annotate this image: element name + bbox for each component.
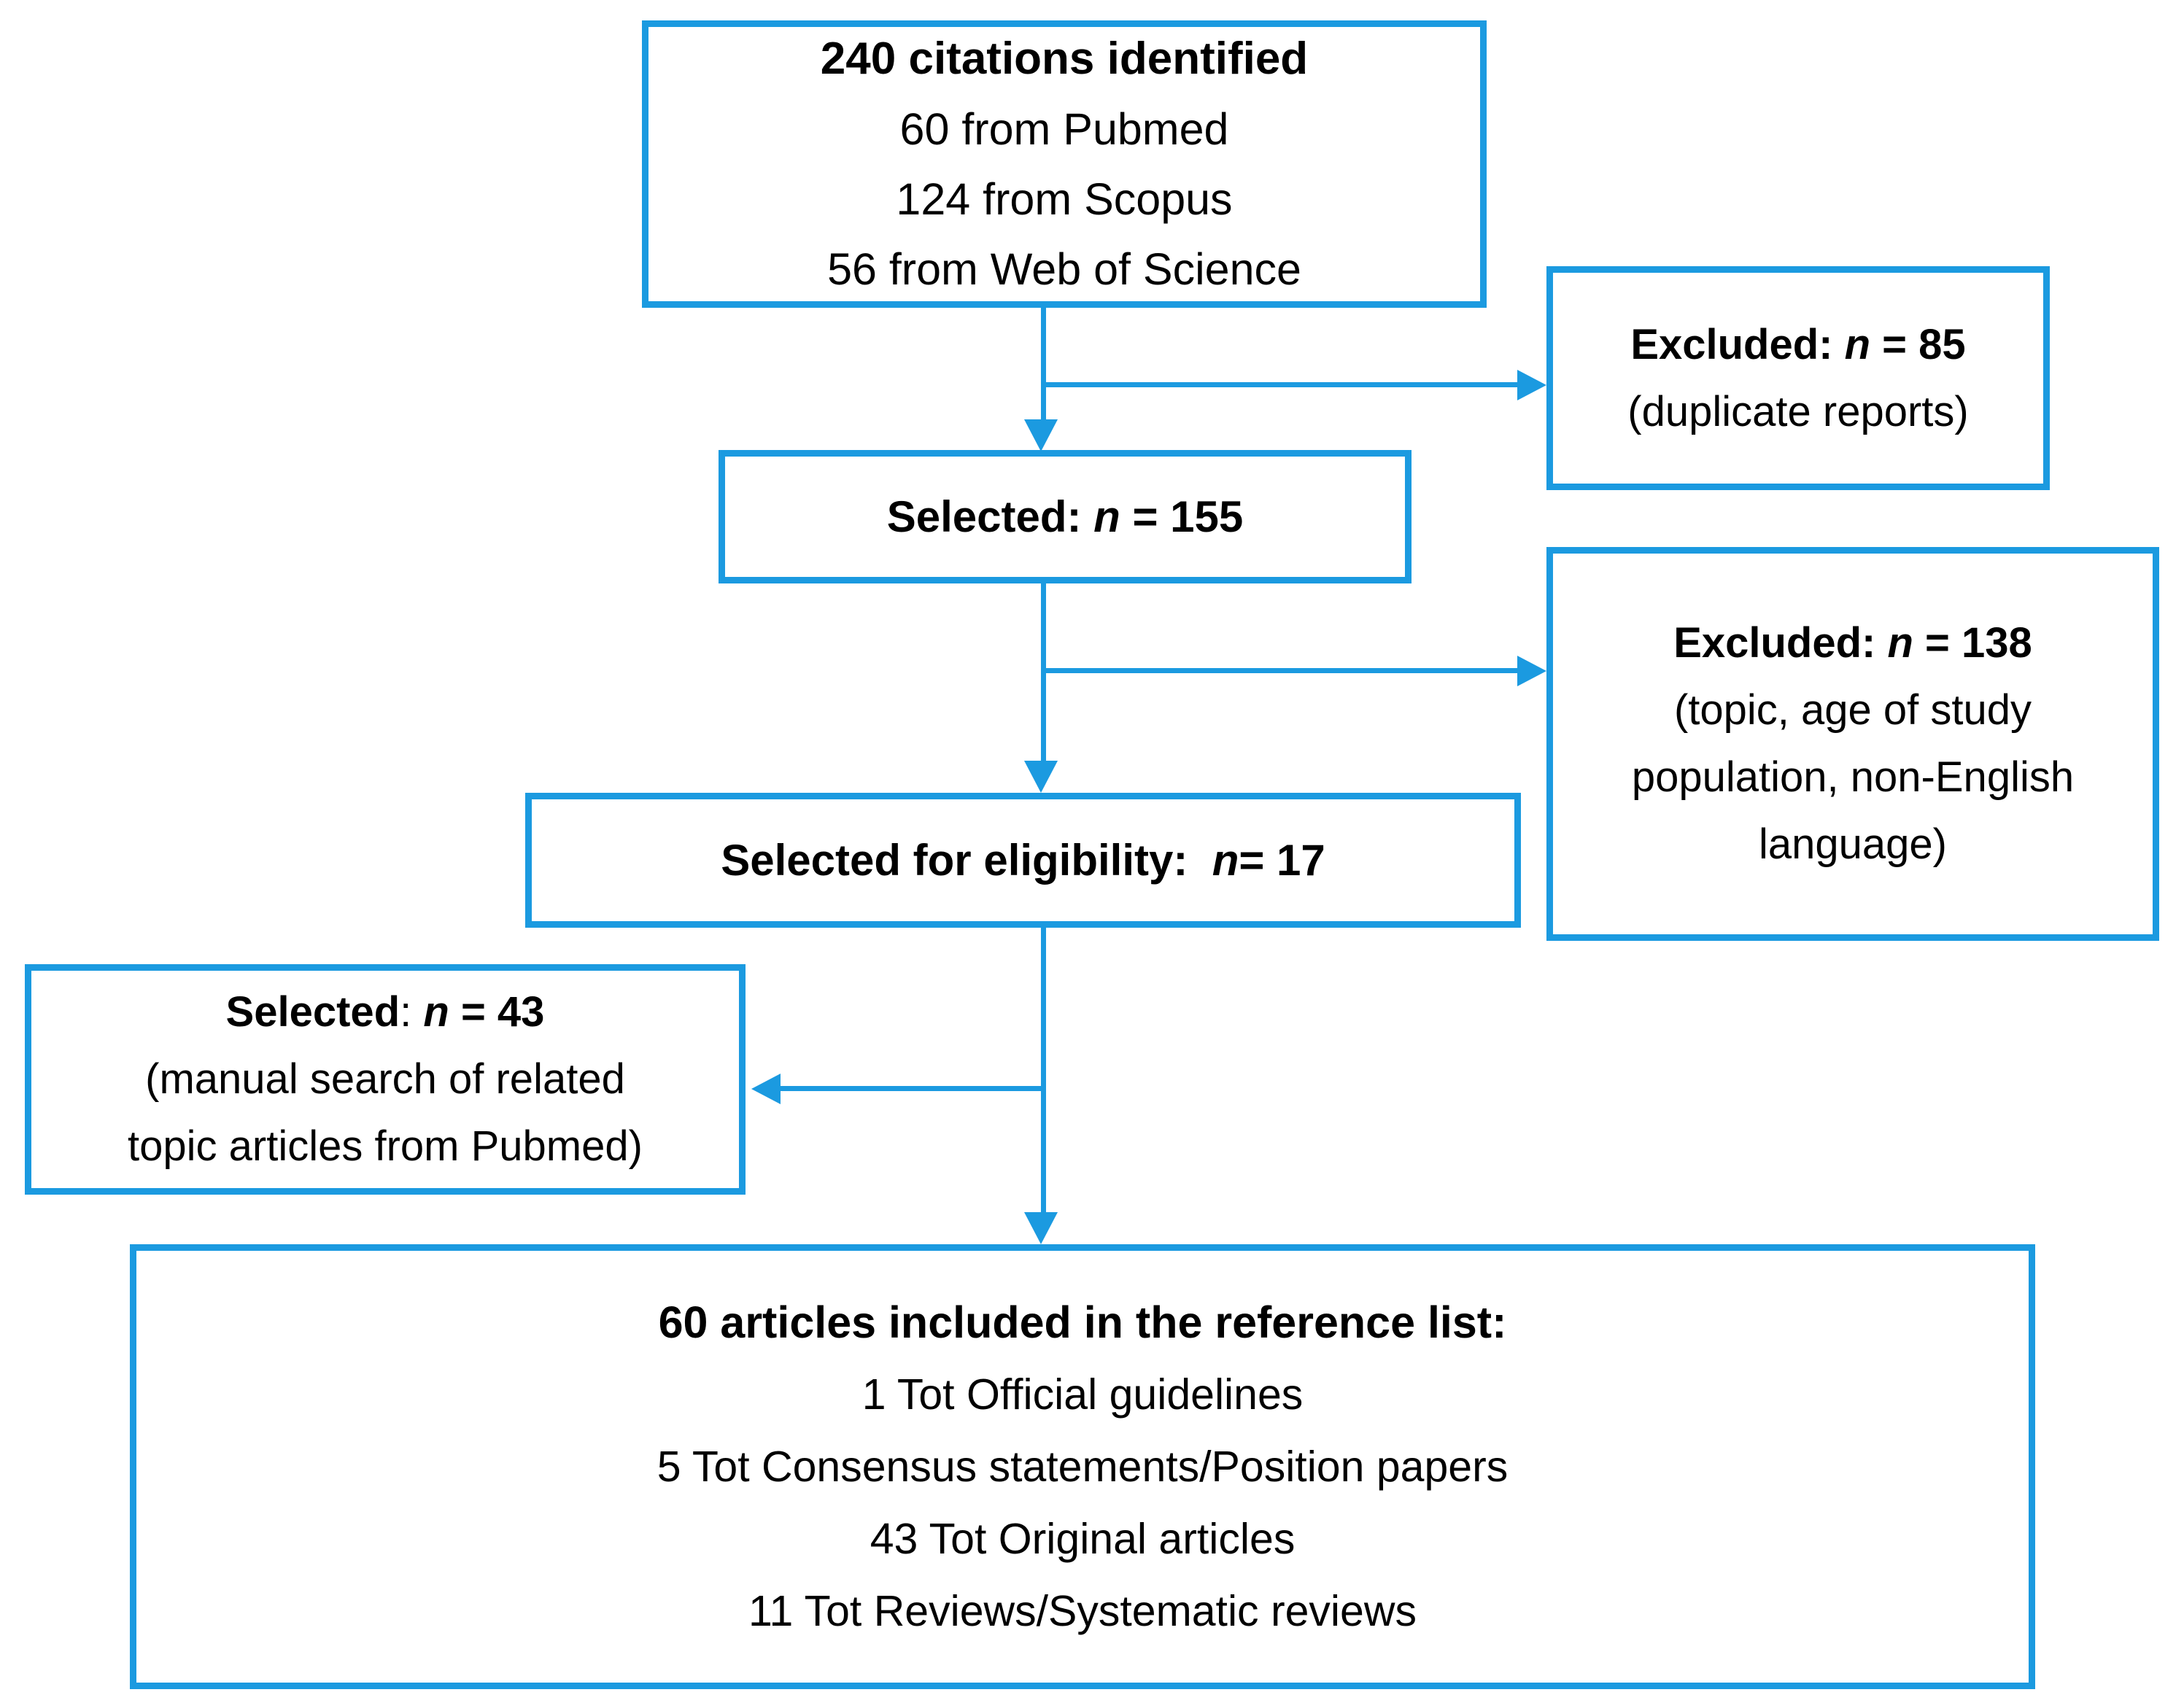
eligibility-value: = 17 [1239, 835, 1325, 885]
box-selected-for-eligibility: Selected for eligibility: n= 17 [525, 793, 1521, 928]
box-selected-155: Selected: n = 155 [719, 450, 1412, 583]
excluded-138-reason-line-1: (topic, age of study [1673, 686, 2032, 734]
connector-to-excluded-duplicates [1041, 382, 1522, 387]
box-articles-included: 60 articles included in the reference li… [130, 1244, 2035, 1689]
excluded-85-n-symbol: n [1844, 320, 1871, 368]
connector-eligibility-to-included [1041, 928, 1046, 1228]
excluded-138-label: Excluded: [1673, 619, 1876, 667]
selected-155-value: = 155 [1132, 492, 1244, 541]
selected-155-heading: Selected: n = 155 [725, 489, 1405, 545]
selected-43-reason-line-1: (manual search of related [145, 1055, 625, 1103]
connector-to-selected-manual-search [781, 1086, 1043, 1091]
included-official-guidelines: 1 Tot Official guidelines [861, 1370, 1304, 1419]
included-consensus-statements: 5 Tot Consensus statements/Position pape… [657, 1442, 1509, 1491]
arrowhead-left-to-selected-manual-search [751, 1074, 781, 1104]
selected-43-reason-line-2: topic articles from Pubmed) [128, 1122, 643, 1170]
excluded-85-reason: (duplicate reports) [1627, 387, 1969, 435]
selected-43-label: Selected [225, 988, 400, 1036]
included-title: 60 articles included in the reference li… [658, 1297, 1507, 1347]
excluded-85-label: Excluded: [1630, 320, 1833, 368]
excluded-138-value: = 138 [1925, 619, 2032, 667]
arrowhead-down-to-selected155 [1024, 419, 1058, 451]
selected-155-label: Selected: [886, 492, 1082, 541]
included-original-articles: 43 Tot Original articles [870, 1514, 1296, 1563]
eligibility-label: Selected for eligibility: [721, 835, 1188, 885]
arrowhead-right-to-excluded-criteria [1517, 656, 1546, 686]
box-excluded-criteria: Excluded: n = 138 (topic, age of study p… [1546, 547, 2159, 941]
citations-identified-title: 240 citations identified [820, 34, 1309, 84]
excluded-85-value: = 85 [1882, 320, 1966, 368]
connector-identified-to-selected155 [1041, 308, 1046, 435]
eligibility-n-symbol: n [1212, 835, 1239, 885]
citations-source-web-of-science: 56 from Web of Science [827, 244, 1301, 294]
connector-selected155-to-eligibility [1041, 583, 1046, 777]
selected-43-value: = 43 [460, 988, 545, 1036]
excluded-85-heading: Excluded: n = 85 [1553, 311, 2043, 379]
arrowhead-down-to-included [1024, 1212, 1058, 1244]
box-excluded-duplicates: Excluded: n = 85 (duplicate reports) [1546, 266, 2050, 490]
box-citations-identified: 240 citations identified 60 from Pubmed … [642, 20, 1487, 308]
excluded-138-reason-line-3: language) [1759, 821, 1947, 868]
arrowhead-right-to-excluded-duplicates [1517, 370, 1546, 400]
excluded-138-heading: Excluded: n = 138 [1553, 610, 2153, 677]
box-selected-manual-search: Selected: n = 43 (manual search of relat… [25, 964, 746, 1195]
selected-43-colon: : [400, 988, 412, 1036]
selected-43-heading: Selected: n = 43 [31, 979, 739, 1046]
excluded-138-n-symbol: n [1887, 619, 1913, 667]
eligibility-heading: Selected for eligibility: n= 17 [532, 833, 1514, 888]
excluded-138-reason-line-2: population, non-English [1631, 753, 2075, 801]
arrowhead-down-to-eligibility [1024, 761, 1058, 793]
selected-43-n-symbol: n [423, 988, 449, 1036]
included-reviews: 11 Tot Reviews/Systematic reviews [748, 1586, 1417, 1635]
citations-source-scopus: 124 from Scopus [896, 174, 1233, 224]
selected-155-n-symbol: n [1093, 492, 1120, 541]
citations-source-pubmed: 60 from Pubmed [899, 104, 1229, 154]
connector-to-excluded-criteria [1041, 668, 1522, 673]
